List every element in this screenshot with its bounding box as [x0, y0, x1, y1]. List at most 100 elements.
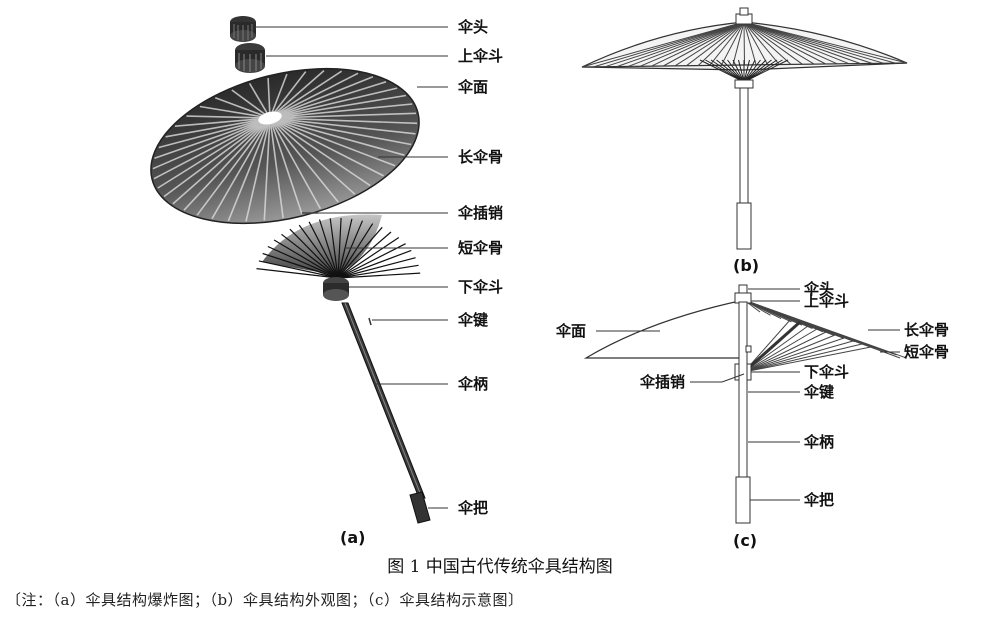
rib-line [308, 221, 339, 279]
rib-line [267, 245, 339, 279]
rib-line [716, 59, 745, 83]
rib-line [337, 217, 342, 279]
rib-line [743, 334, 836, 373]
rib-line [269, 76, 374, 119]
rib-line [743, 299, 901, 359]
rib-line [743, 21, 792, 65]
rib-line [269, 117, 412, 146]
rib-line [743, 59, 761, 83]
rib-line [269, 103, 413, 119]
shaft-part [341, 302, 426, 499]
rib-line [269, 72, 359, 119]
rib-line [337, 220, 364, 279]
label-lower-hub-c: 下伞斗 [804, 363, 849, 381]
rib-line [743, 328, 818, 373]
rib-line [743, 21, 745, 66]
label-short-rib-c: 短伞骨 [904, 343, 949, 361]
rib-line [743, 21, 861, 65]
label-head-c: 伞头 [803, 280, 834, 298]
rib-line [743, 331, 827, 373]
rib-line [318, 219, 339, 279]
rib-line [248, 82, 271, 119]
short-ribs-part [256, 214, 421, 279]
rib-line [157, 117, 271, 189]
label-canopy-a: 伞面 [457, 78, 488, 96]
rib-line [269, 117, 322, 209]
rib-line [269, 87, 398, 119]
rib-line [269, 69, 325, 119]
rib-line [697, 21, 745, 66]
label-key-a: 伞键 [457, 311, 488, 329]
rib-line [743, 59, 767, 83]
rib-line [337, 231, 392, 279]
rib-line [337, 237, 400, 279]
rib-line [269, 117, 405, 156]
rib-line [628, 21, 745, 67]
rib-line [258, 260, 339, 279]
label-key-c: 伞键 [803, 383, 834, 401]
rib-line [738, 59, 745, 83]
rib-line [298, 224, 339, 279]
rib-line [743, 59, 789, 83]
panel-c-tag: (c) [733, 531, 757, 550]
rib-line [686, 21, 745, 67]
rib-line [651, 21, 745, 67]
rib-line [743, 21, 908, 64]
rib-line [154, 117, 271, 159]
label-shaft-c: 伞柄 [803, 433, 834, 451]
rib-line [263, 117, 271, 221]
panel-b-tag: (b) [733, 256, 759, 275]
label-head-a: 伞头 [457, 18, 488, 36]
rib-line [743, 59, 750, 83]
rib-line [165, 117, 271, 138]
umbrella-head-part [230, 16, 256, 42]
rib-line [337, 257, 416, 279]
rib-line [337, 272, 421, 279]
rib-line [727, 59, 745, 83]
rib-line [172, 117, 271, 205]
label-long-rib-c: 长伞骨 [904, 321, 949, 339]
label-lower-hub-a: 下伞斗 [458, 278, 503, 296]
rib-line [211, 117, 271, 220]
canopy-part [150, 67, 420, 225]
rib-line [256, 268, 339, 279]
label-long-rib-a: 长伞骨 [458, 148, 503, 166]
rib-line [743, 343, 863, 373]
rib-line [337, 223, 374, 279]
label-upper-hub-c: 上伞斗 [804, 292, 849, 310]
rib-line [605, 21, 745, 68]
exploded-view-panel: 伞头 上伞斗 伞面 长伞骨 伞插销 短伞骨 下伞斗 伞键 伞柄 伞把 (a) [150, 16, 503, 547]
rib-line [743, 346, 872, 373]
rib-line [743, 21, 769, 65]
rib-line [269, 117, 284, 219]
rib-line [269, 117, 416, 135]
rib-line [231, 89, 271, 119]
rib-line [269, 117, 303, 215]
rib-line [183, 117, 271, 211]
rib-line [269, 117, 384, 177]
rib-line [337, 264, 419, 279]
rib-line [281, 233, 339, 279]
label-pin-c: 伞插销 [639, 373, 685, 391]
figure-caption: 图 1 中国古代传统伞具结构图 [387, 557, 613, 577]
rib-line [581, 21, 745, 68]
rib-line [674, 21, 745, 67]
rib-line [158, 117, 271, 149]
rib-line [214, 97, 271, 119]
rib-line [269, 71, 307, 119]
label-upper-hub-a: 上伞斗 [458, 47, 503, 65]
rib-line [267, 78, 271, 119]
rib-line [743, 21, 815, 65]
rib-line [743, 21, 873, 64]
rib-line [269, 73, 288, 119]
rib-line [732, 21, 745, 66]
rib-line [743, 21, 757, 66]
panel-a-tag: (a) [340, 528, 365, 547]
rib-line [337, 226, 383, 279]
rib-line [269, 117, 371, 187]
rib-line [269, 94, 407, 119]
figure-note: 〔注：（a）伞具结构爆炸图；（b）伞具结构外观图；（c）伞具结构示意图〕 [6, 591, 524, 609]
umbrella-side-view [581, 7, 908, 250]
label-handle-c: 伞把 [803, 491, 834, 509]
